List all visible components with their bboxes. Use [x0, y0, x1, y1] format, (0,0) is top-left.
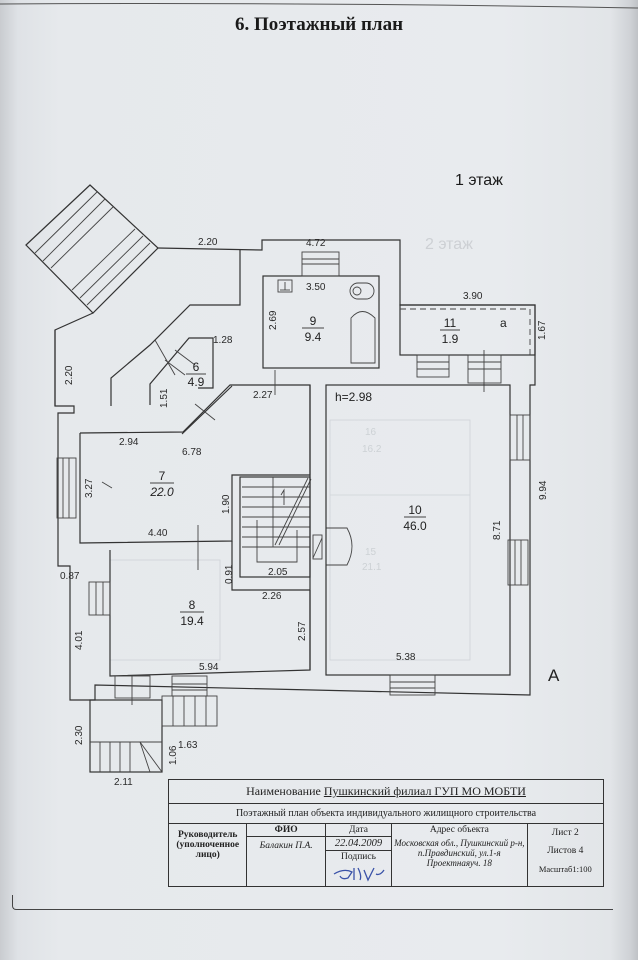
- dim-label: 8.71: [492, 520, 503, 540]
- dim-label: 1.06: [168, 745, 179, 765]
- fio-value: Балакин П.А.: [246, 836, 326, 887]
- dim-label: 2.20: [198, 237, 218, 248]
- room-area: 22.0: [149, 485, 174, 499]
- room-area: 1.9: [442, 332, 459, 346]
- signature-cell: Подпись: [324, 850, 393, 887]
- ghost-floor-label: 2 этаж: [425, 236, 473, 253]
- dim-label: 0.91: [224, 564, 235, 584]
- porch: [89, 675, 218, 773]
- room-number: 8: [189, 598, 196, 612]
- dim-label: 3.90: [463, 291, 483, 302]
- floor-label: 1 этаж: [455, 172, 503, 189]
- dim-label: 4.72: [306, 238, 326, 249]
- ceiling-height: h=2.98: [335, 390, 372, 404]
- outer-frame-curl: [12, 895, 613, 910]
- floor-plan: 16 16.2 15 21.1: [25, 184, 549, 788]
- date-label: Дата: [324, 823, 393, 837]
- room-label-6: 6 4.9: [186, 360, 206, 389]
- dim-label: 6.78: [182, 447, 202, 458]
- scale: Масштаб1:100: [538, 864, 592, 874]
- dim-label: 1.51: [159, 388, 170, 408]
- plan-description: Поэтажный план объекта индивидуального ж…: [168, 803, 604, 824]
- room-9-walls: [262, 251, 380, 369]
- room-label-9: 9 9.4: [302, 314, 324, 344]
- signature-image: [334, 867, 386, 882]
- room-area: 19.4: [180, 614, 204, 628]
- room-11-letter: а: [500, 316, 507, 330]
- organization-name: Пушкинский филиал ГУП МО МОБТИ: [323, 784, 526, 798]
- date-value: 22.04.2009: [324, 836, 393, 851]
- fio-label: ФИО: [246, 823, 326, 837]
- dim-label: 9.94: [538, 480, 549, 500]
- ghost-lines: 16 16.2 15 21.1: [109, 419, 471, 661]
- room-area: 46.0: [403, 519, 427, 533]
- address-cell: Адрес объекта Московская обл., Пушкински…: [391, 823, 528, 887]
- room-label-7: 7 22.0: [149, 469, 174, 499]
- dim-label: 2.27: [253, 390, 273, 401]
- room-8-walls: [88, 550, 311, 677]
- dim-label: 2.30: [74, 725, 85, 745]
- room-label-8: 8 19.4: [180, 598, 204, 628]
- dim-label: 3.27: [84, 478, 95, 498]
- room-number: 6: [193, 360, 200, 374]
- sheet-number: Лист 2: [551, 828, 579, 838]
- dim-label: 1.67: [537, 320, 548, 340]
- corner-mark: А: [548, 666, 560, 685]
- room-label-11: 11 1.9 а: [440, 316, 507, 346]
- dim-label: 4.01: [74, 630, 85, 650]
- head-label: Руководитель (уполноченное лицо): [167, 823, 248, 887]
- sheet-cell: Лист 2 Листов 4 Масштаб1:100: [526, 823, 605, 887]
- dim-label: 2.05: [268, 567, 288, 578]
- dim-label: 1.28: [213, 335, 233, 346]
- room-number: 10: [408, 503, 422, 517]
- dim-label: 3.50: [306, 282, 326, 293]
- stamp-name-row: Наименование Пушкинский филиал ГУП МО МО…: [168, 779, 604, 804]
- stair-walls: [231, 476, 353, 591]
- signature-label: Подпись: [341, 852, 376, 862]
- room-area: 4.9: [188, 375, 205, 389]
- address-label: Адрес объекта: [429, 825, 489, 835]
- room-area: 9.4: [305, 330, 322, 344]
- dim-label: 1.90: [221, 494, 232, 514]
- dim-label: 2.20: [64, 365, 75, 385]
- dim-label: 4.40: [148, 528, 168, 539]
- dim-label: 2.69: [268, 310, 279, 330]
- svg-text:15: 15: [365, 547, 377, 558]
- address-value: Московская обл., Пушкинский р-н, п.Правд…: [394, 838, 525, 868]
- dim-label: 2.26: [262, 591, 282, 602]
- dim-label: 2.94: [119, 437, 139, 448]
- room-11-walls: [399, 304, 536, 392]
- dim-label: 2.11: [114, 777, 133, 788]
- dim-label: 5.94: [199, 662, 219, 673]
- svg-text:16.2: 16.2: [362, 444, 382, 455]
- outer-walls: [54, 239, 536, 701]
- svg-text:21.1: 21.1: [362, 562, 382, 573]
- name-label: Наименование: [246, 784, 321, 798]
- room-number: 7: [159, 469, 166, 483]
- page-top-edge: [0, 3, 638, 9]
- room-6-walls: [149, 337, 214, 405]
- dim-label: 2.57: [297, 621, 308, 641]
- svg-text:16: 16: [365, 427, 377, 438]
- dim-label: 1.63: [178, 740, 198, 751]
- room-number: 9: [310, 314, 317, 328]
- title-block-stamp: Наименование Пушкинский филиал ГУП МО МО…: [167, 779, 605, 887]
- page-title: 6. Поэтажный план: [234, 14, 404, 35]
- room-number: 11: [444, 316, 457, 330]
- dim-label: 5.38: [396, 652, 416, 663]
- room-label-10: 10 46.0: [403, 503, 427, 533]
- dim-label: 0.87: [60, 571, 80, 582]
- sheets-total: Листов 4: [547, 846, 584, 856]
- nw-stair: [25, 184, 159, 314]
